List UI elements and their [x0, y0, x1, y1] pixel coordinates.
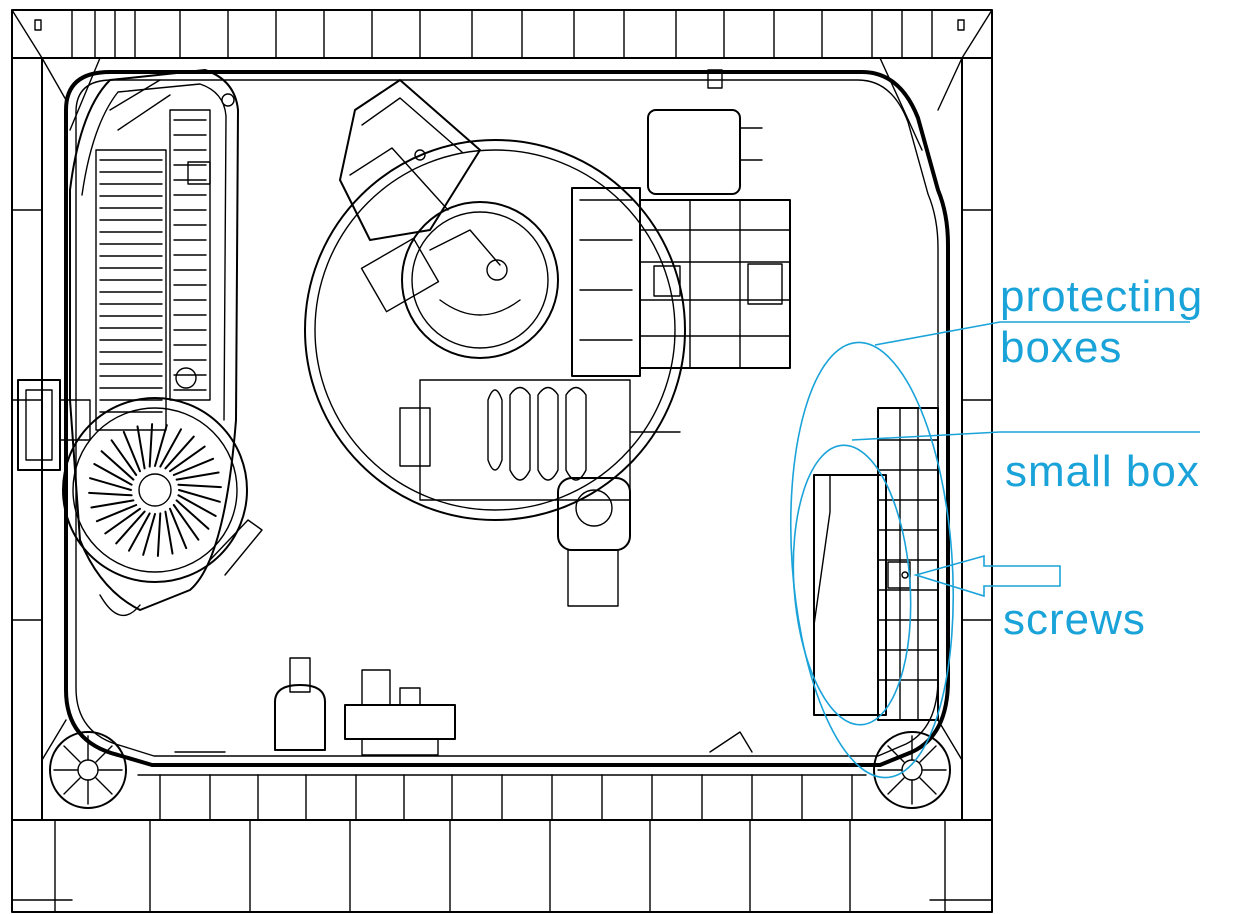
tub-rim: [41, 57, 963, 767]
protecting-boxes-outline: [789, 341, 955, 779]
label-boxes: boxes: [1000, 323, 1123, 372]
fan-blade: [88, 491, 133, 497]
label-small-box: small box: [1005, 447, 1200, 496]
fan-blade: [142, 513, 156, 556]
fan-blade: [177, 483, 222, 489]
fan-blade: [169, 507, 188, 550]
fan-blade: [148, 423, 154, 468]
bottom-components: [174, 657, 753, 756]
fan-blade: [172, 504, 200, 541]
fan-blade: [93, 463, 133, 486]
fan-blade: [90, 499, 135, 509]
small-box-assembly: [813, 407, 939, 721]
fan-blade: [178, 489, 221, 503]
base-frame: [11, 9, 993, 913]
fan-blade: [164, 510, 174, 555]
label-protecting: protecting: [1000, 272, 1204, 321]
fan-blade: [164, 435, 195, 470]
drain-fan: [62, 397, 263, 617]
fan-blade: [89, 477, 132, 491]
fan-blade: [172, 457, 215, 476]
fan-blade: [169, 445, 206, 473]
left-filter-assembly: [17, 69, 239, 611]
fan-blade: [128, 512, 151, 552]
right-corner-vent: [873, 731, 951, 809]
wash-pump-assembly: [304, 79, 791, 607]
annotations: [789, 321, 1200, 779]
screws-arrow: [913, 554, 1061, 598]
fan-blade: [154, 424, 168, 467]
fan-blade: [175, 471, 220, 481]
small-box-outline: [792, 444, 912, 726]
fan-blade: [156, 512, 162, 557]
fan-blade: [177, 494, 217, 517]
fan-blade: [104, 507, 141, 535]
protecting-boxes-leader: [874, 321, 1190, 346]
small-box-leader: [851, 431, 1200, 441]
left-corner-vent: [49, 731, 127, 809]
fan-blade: [159, 428, 182, 468]
fan-blade: [100, 450, 135, 481]
label-screws: screws: [1003, 595, 1146, 644]
fan-blade: [122, 430, 141, 473]
fan-blade: [115, 510, 146, 545]
fan-blade: [110, 439, 138, 476]
fan-blade: [95, 504, 138, 523]
fan-blade: [136, 425, 146, 470]
fan-blade: [175, 499, 210, 530]
